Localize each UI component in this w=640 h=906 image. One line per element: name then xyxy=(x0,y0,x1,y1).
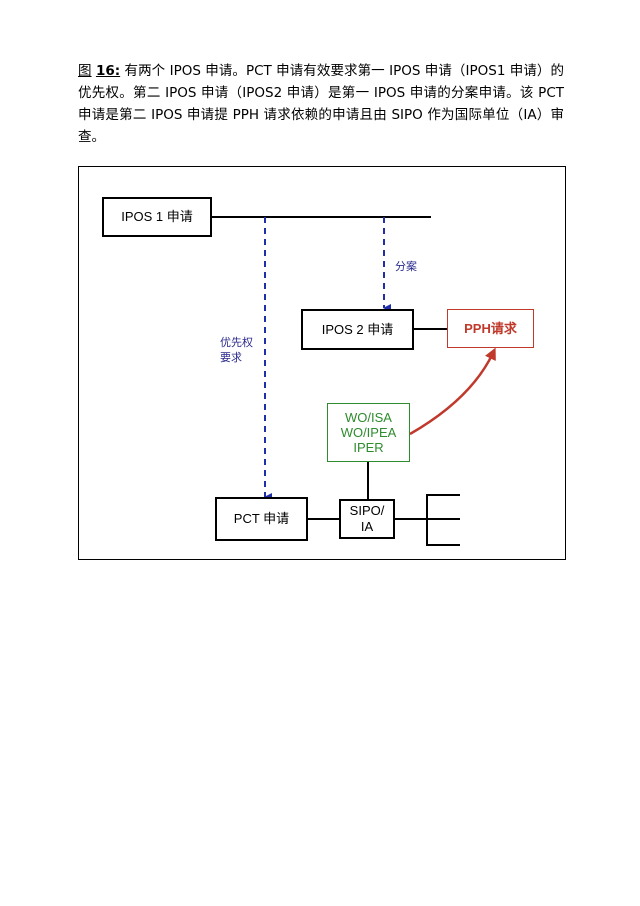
figure-caption: 图 16: 有两个 IPOS 申请。PCT 申请有效要求第一 IPOS 申请（I… xyxy=(78,60,564,148)
wo-to-pph-arrow xyxy=(409,347,496,436)
ipos1-application-box: IPOS 1 申请 xyxy=(102,197,212,237)
figure-label: 图 xyxy=(78,63,92,79)
priority-label-line1: 优先权 xyxy=(220,336,253,349)
wo-isa-label: WO/ISA xyxy=(345,410,392,425)
pph-request-box: PPH请求 xyxy=(447,309,534,348)
ia-label: IA xyxy=(360,519,374,534)
figure-number: 16: xyxy=(95,63,121,79)
sipo-label: SIPO/ xyxy=(349,503,385,518)
caption-text: 有两个 IPOS 申请。PCT 申请有效要求第一 IPOS 申请（IPOS1 申… xyxy=(78,63,564,145)
ipos2-label: IPOS 2 申请 xyxy=(321,321,394,337)
pct-label: PCT 申请 xyxy=(233,511,290,526)
pct-application-box: PCT 申请 xyxy=(215,497,308,541)
diagram-frame: IPOS 1 申请 IPOS 2 申请 PPH请求 WO/ISA WO/IPEA… xyxy=(78,166,566,560)
pph-label: PPH请求 xyxy=(464,320,517,336)
priority-label-line2: 要求 xyxy=(220,351,242,364)
priority-claim-label: 优先权 要求 xyxy=(220,335,256,365)
divisional-label: 分案 xyxy=(395,260,417,273)
diagram-connectors xyxy=(212,216,496,546)
wo-report-box: WO/ISA WO/IPEA IPER xyxy=(327,403,410,462)
sipo-ia-box: SIPO/ IA xyxy=(339,499,395,539)
wo-ipea-label: WO/IPEA xyxy=(340,425,397,440)
ipos2-application-box: IPOS 2 申请 xyxy=(301,309,414,350)
iper-label: IPER xyxy=(353,440,384,455)
ipos1-label: IPOS 1 申请 xyxy=(121,209,193,224)
